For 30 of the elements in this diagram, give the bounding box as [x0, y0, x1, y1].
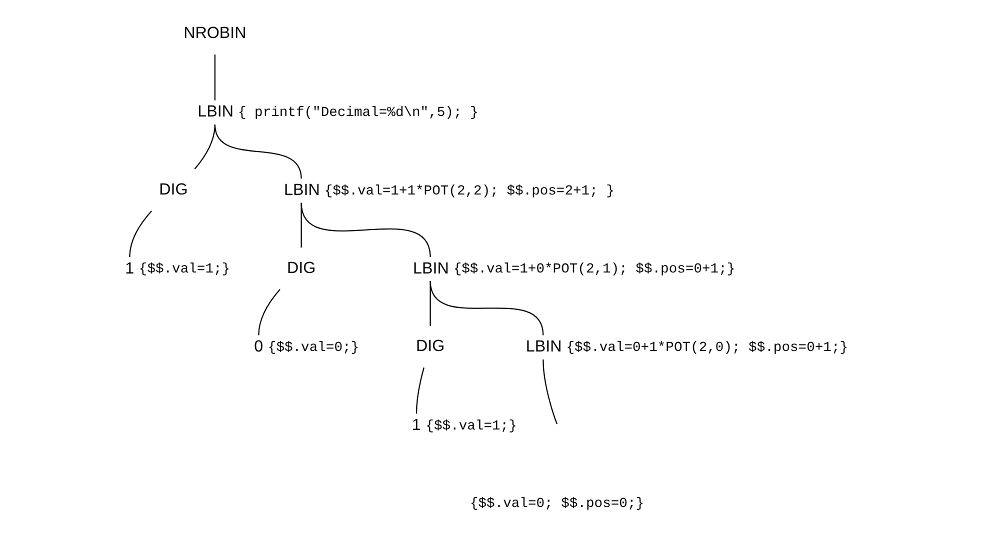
- connector: [429, 281, 430, 326]
- node-text: LBIN: [412, 259, 448, 278]
- node-text: 0: [254, 338, 263, 356]
- node-label: {$$.val=1+1*POT(2,2); $$.pos=2+1; }: [324, 183, 614, 200]
- node-text: LBIN: [284, 181, 320, 200]
- connector: [214, 124, 302, 179]
- node-label: {$$.val=1;}: [425, 418, 516, 434]
- node-text: LBIN: [525, 338, 562, 356]
- node-label: { printf("Decimal=%d\n",5); }: [237, 105, 478, 122]
- connector: [258, 289, 280, 336]
- connector: [214, 54, 215, 100]
- connector: [415, 367, 424, 414]
- connector: [194, 124, 215, 170]
- label: {$$.val=0; $$.pos=0;}: [469, 496, 644, 512]
- connector: [429, 281, 544, 336]
- node-text: DIG: [158, 180, 188, 198]
- connector: [300, 202, 302, 248]
- connector: [128, 210, 152, 258]
- node-text: DIG: [286, 258, 316, 277]
- node-text: NROBIN: [183, 24, 246, 42]
- node-text: 1: [124, 259, 134, 278]
- node-label: {$$.val=1+0*POT(2,1); $$.pos=0+1;}: [452, 262, 735, 278]
- node-text: DIG: [415, 337, 444, 356]
- node-text: LBIN: [197, 102, 233, 121]
- node-text: 1: [411, 416, 420, 434]
- node-label: {$$.val=1;}: [138, 262, 230, 278]
- node-label: {$$.val=0;}: [267, 340, 359, 356]
- connector: [542, 359, 558, 424]
- node-label: {$$.val=0+1*POT(2,0); $$.pos=0+1;}: [566, 340, 848, 356]
- connector: [300, 202, 430, 258]
